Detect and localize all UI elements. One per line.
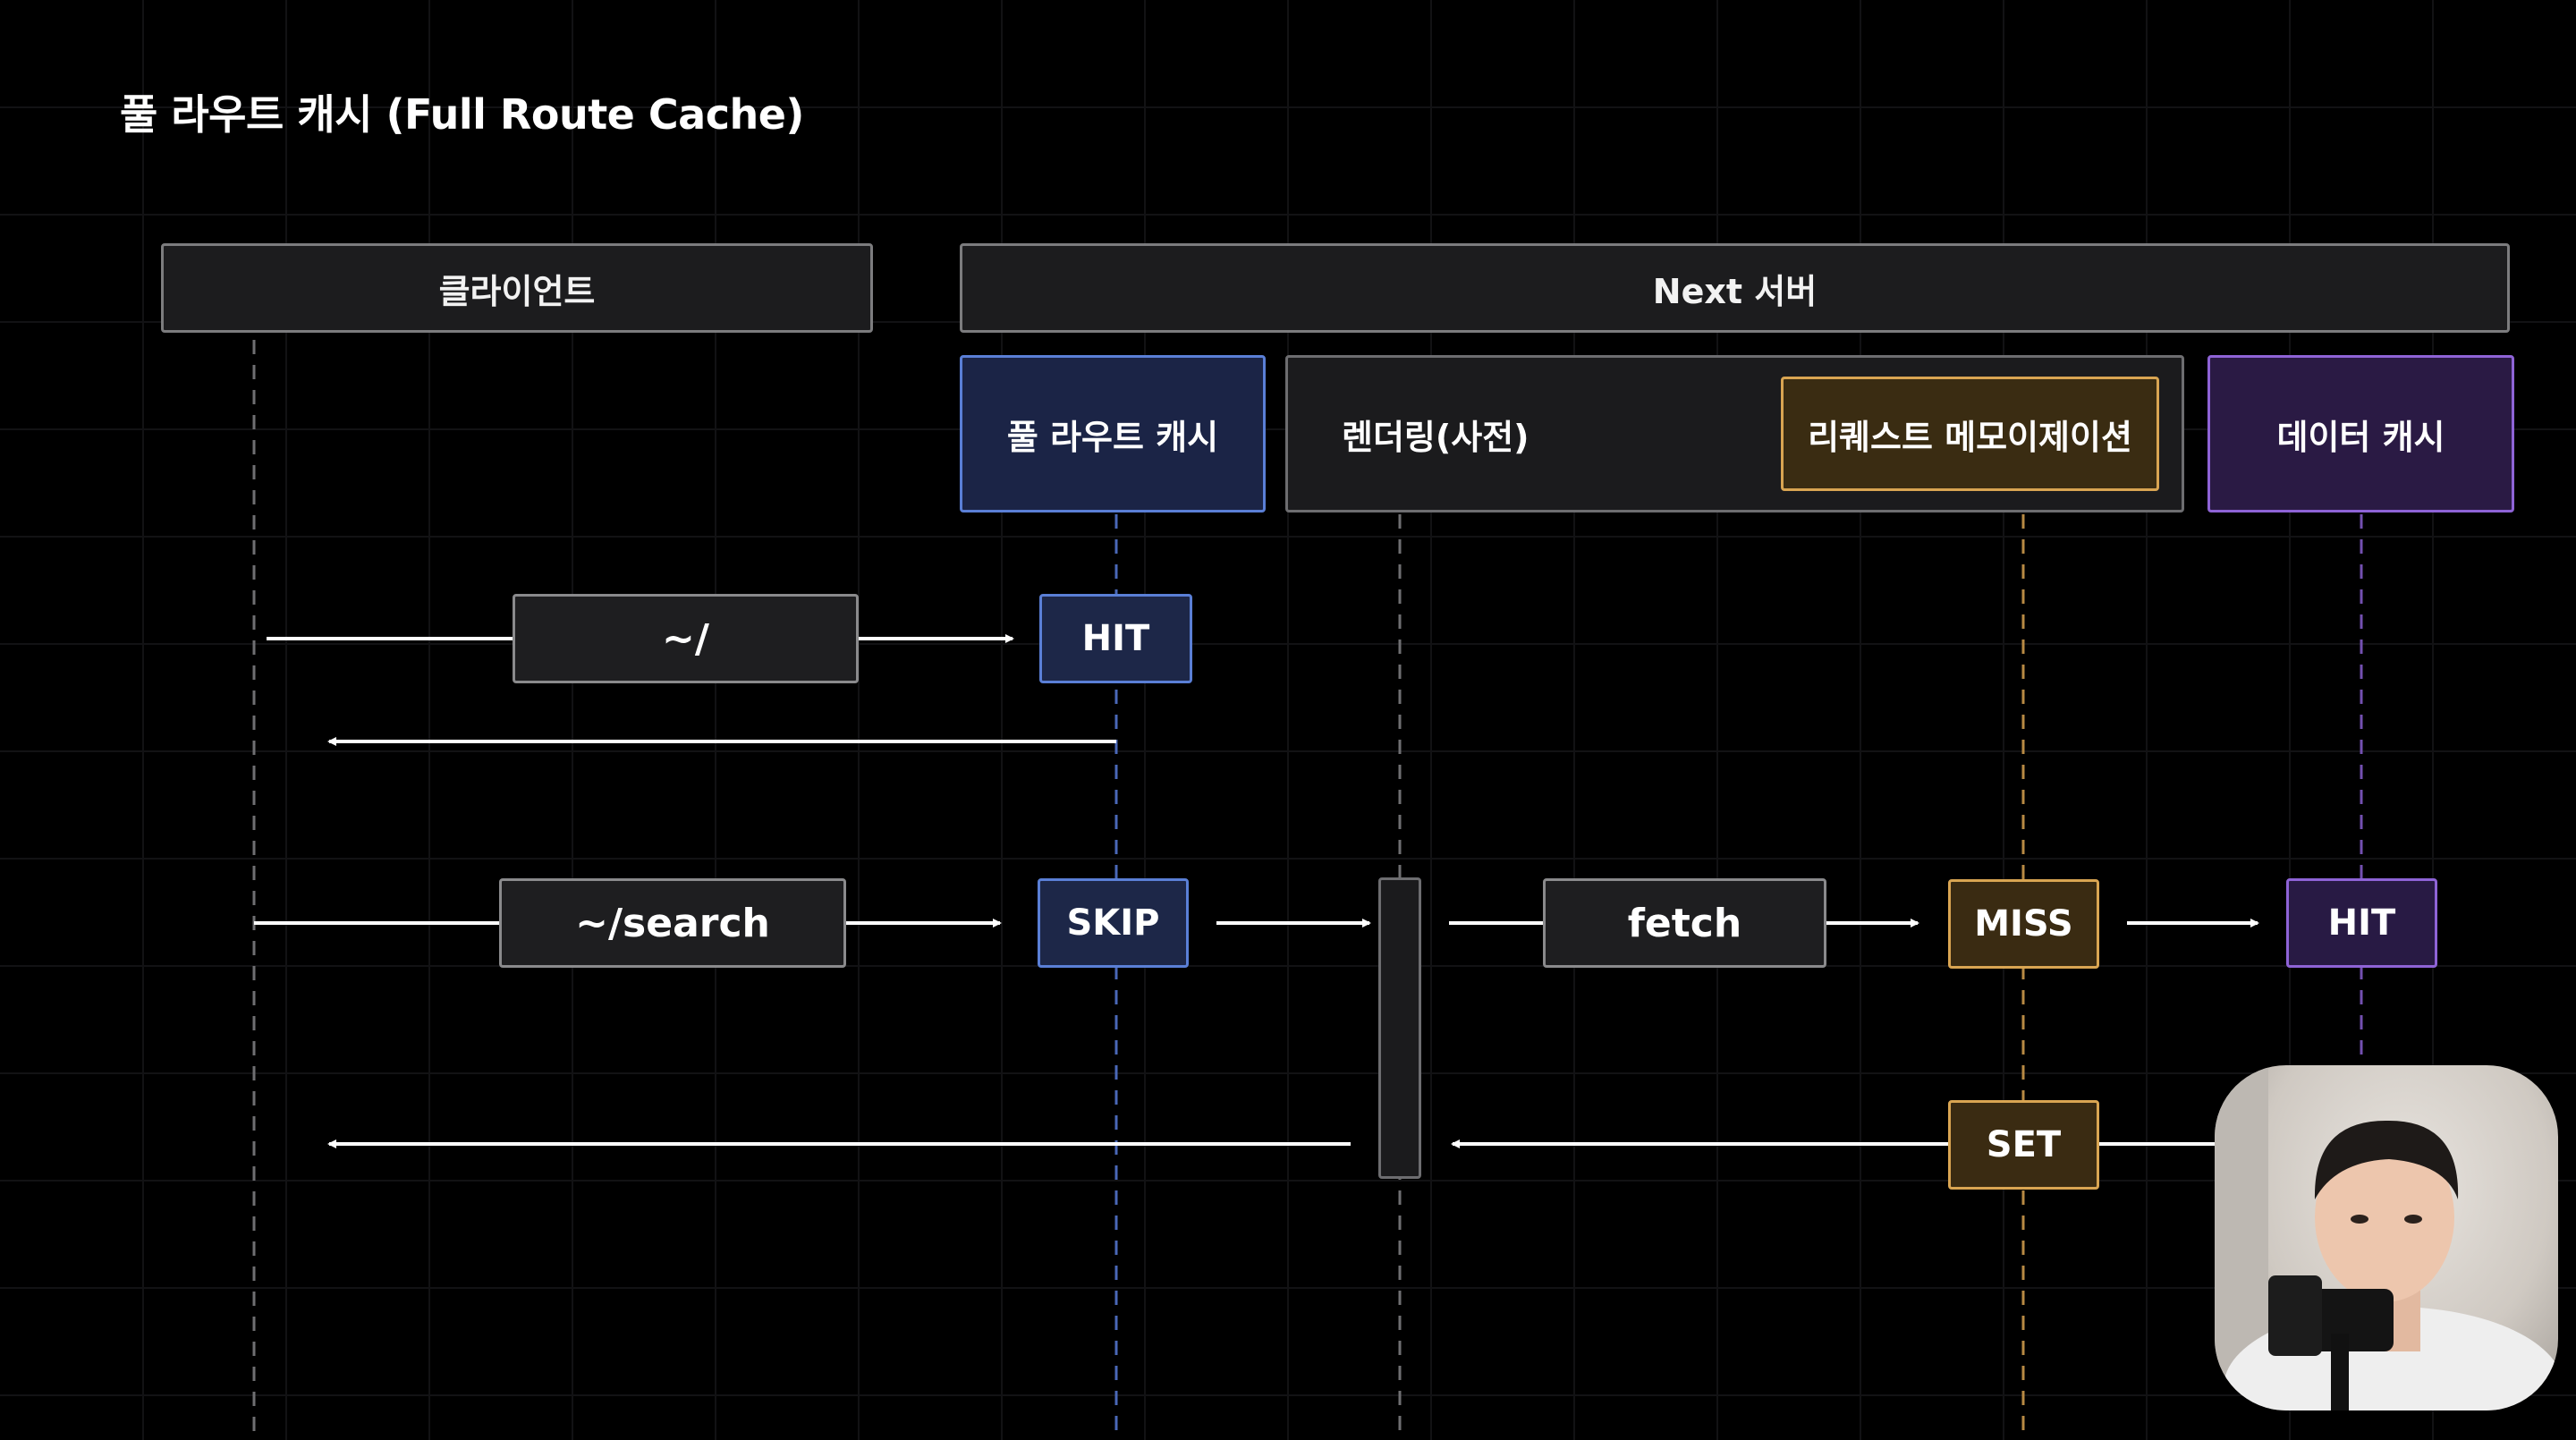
flow1-hit-tag: HIT [1039,594,1192,683]
server-header: Next 서버 [960,243,2510,333]
page-title: 풀 라우트 캐시 (Full Route Cache) [120,90,804,139]
rendering-lane-label: 렌더링(사전) [1342,417,1530,457]
flow2-data-cache-hit-tag: HIT [2286,878,2437,968]
presenter-webcam [2215,1065,2558,1410]
flow2-route-box: ~/search [499,878,846,968]
flow1-route-box: ~/ [513,594,859,683]
client-header: 클라이언트 [161,243,873,333]
full-route-cache-lane: 풀 라우트 캐시 [960,355,1266,512]
flow2-miss-tag: MISS [1948,879,2099,969]
request-memoization-lane: 리퀘스트 메모이제이션 [1781,377,2159,491]
data-cache-lane: 데이터 캐시 [2207,355,2514,512]
rendering-activation-bar [1378,877,1421,1179]
flow2-fetch-box: fetch [1543,878,1826,968]
flow2-set-tag: SET [1948,1100,2099,1190]
flow2-skip-tag: SKIP [1038,878,1189,968]
presenter-figure [2215,1065,2558,1410]
